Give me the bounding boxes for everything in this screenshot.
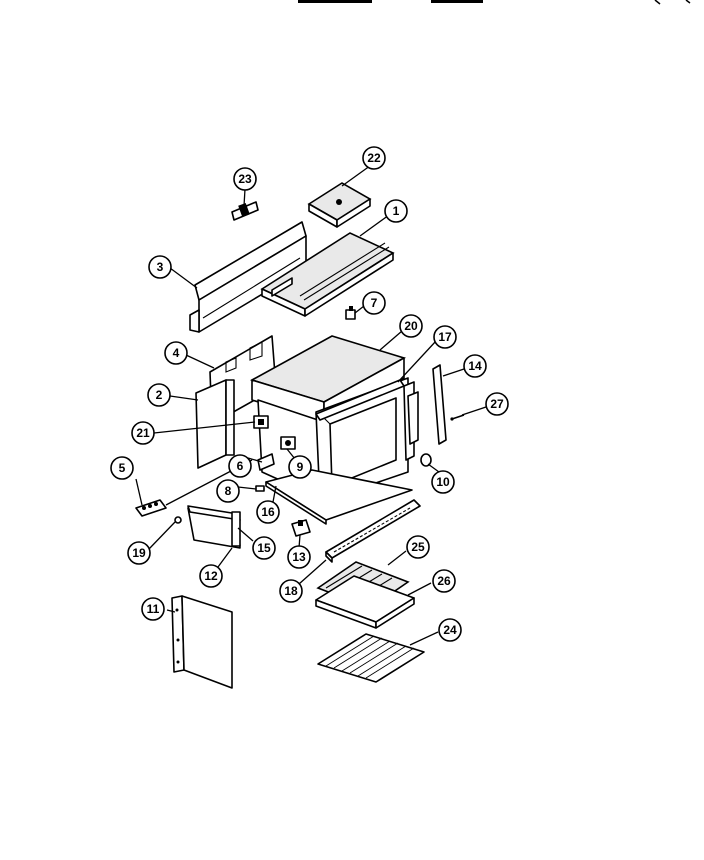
svg-text:3: 3 (157, 260, 164, 274)
part-17-seal (315, 379, 405, 421)
svg-text:14: 14 (468, 359, 482, 373)
part-2-side-wall (195, 379, 235, 469)
svg-text:19: 19 (132, 546, 146, 560)
part-19-screw (174, 516, 182, 524)
part-16-bottom-tray (265, 469, 413, 525)
part-22-vent-box (307, 182, 372, 228)
svg-text:16: 16 (261, 505, 275, 519)
svg-text:6: 6 (237, 459, 244, 473)
part-27-screw (450, 414, 465, 421)
callout-1: 1 (384, 199, 408, 223)
callout-20: 20 (399, 314, 423, 338)
svg-text:7: 7 (371, 296, 378, 310)
svg-text:9: 9 (297, 460, 304, 474)
callout-23: 23 (233, 167, 257, 191)
part-26-broil-pan (315, 575, 415, 629)
part-11-side-panel (171, 595, 233, 689)
part-9-sensor (280, 436, 296, 450)
svg-text:15: 15 (257, 541, 271, 555)
callout-21: 21 (131, 421, 155, 445)
part-21-bracket (253, 415, 269, 429)
svg-text:18: 18 (284, 584, 298, 598)
callout-15: 15 (252, 536, 276, 560)
callout-12: 12 (199, 564, 223, 588)
part-8-screw (255, 485, 265, 492)
callout-6: 6 (228, 454, 252, 478)
svg-text:20: 20 (404, 319, 418, 333)
part-23-bracket (231, 201, 259, 221)
svg-text:1: 1 (393, 204, 400, 218)
svg-text:21: 21 (136, 426, 150, 440)
callout-22: 22 (362, 146, 386, 170)
part-12-bracket (187, 505, 241, 549)
callout-8: 8 (216, 479, 240, 503)
callouts: 22 23 1 3 7 20 17 4 14 2 27 21 6 9 5 10 … (110, 146, 509, 642)
svg-text:13: 13 (292, 550, 306, 564)
svg-text:4: 4 (173, 346, 180, 360)
part-13-clamp (291, 519, 311, 537)
callout-13: 13 (287, 545, 311, 569)
callout-19: 19 (127, 541, 151, 565)
callout-18: 18 (279, 579, 303, 603)
svg-text:23: 23 (238, 172, 252, 186)
part-14-side-trim (432, 364, 447, 445)
callout-16: 16 (256, 500, 280, 524)
svg-text:10: 10 (436, 475, 450, 489)
callout-7: 7 (362, 291, 386, 315)
svg-text:2: 2 (156, 388, 163, 402)
callout-3: 3 (148, 255, 172, 279)
callout-2: 2 (147, 383, 171, 407)
leader-lines (135, 162, 487, 646)
callout-11: 11 (141, 597, 165, 621)
callout-10: 10 (431, 470, 455, 494)
part-7-clip (345, 306, 356, 320)
callout-24: 24 (438, 618, 462, 642)
callout-14: 14 (463, 354, 487, 378)
svg-text:25: 25 (411, 540, 425, 554)
part-1-top-frame (260, 232, 395, 317)
part-24-oven-rack (317, 633, 425, 683)
callout-17: 17 (433, 325, 457, 349)
callout-26: 26 (432, 569, 456, 593)
svg-text:27: 27 (490, 397, 504, 411)
svg-text:22: 22 (367, 151, 381, 165)
svg-text:8: 8 (225, 484, 232, 498)
callout-27: 27 (485, 392, 509, 416)
svg-text:12: 12 (204, 569, 218, 583)
callout-4: 4 (164, 341, 188, 365)
part-3-rear-panel (189, 221, 307, 333)
header-marks (298, 0, 691, 5)
svg-text:24: 24 (443, 623, 457, 637)
svg-text:5: 5 (119, 461, 126, 475)
callout-5: 5 (110, 456, 134, 480)
svg-text:26: 26 (437, 574, 451, 588)
part-18-burner-tube (325, 499, 421, 563)
part-10-ring (420, 453, 432, 467)
callout-25: 25 (406, 535, 430, 559)
svg-text:11: 11 (147, 602, 160, 616)
part-6-clip (257, 453, 275, 471)
svg-text:17: 17 (438, 330, 452, 344)
callout-9: 9 (288, 455, 312, 479)
